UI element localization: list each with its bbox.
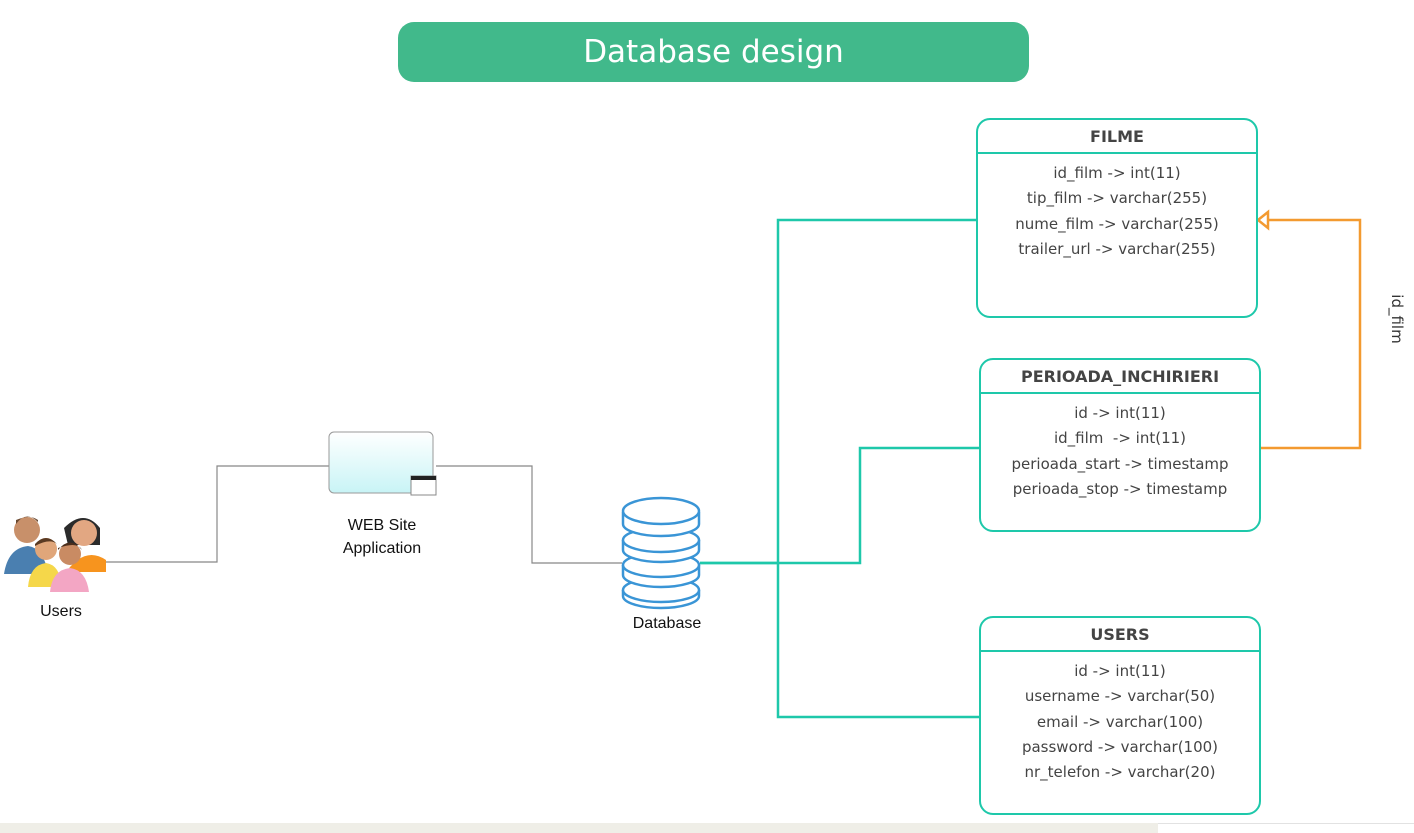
bottom-divider [1158, 823, 1414, 824]
table-users[interactable]: USERS id -> int(11) username -> varchar(… [979, 616, 1261, 815]
table-field: trailer_url -> varchar(255) [1018, 239, 1216, 258]
table-header: FILME [978, 120, 1256, 154]
table-field: email -> varchar(100) [1036, 712, 1204, 731]
table-field: id_film -> int(11) [1053, 429, 1187, 448]
table-field: id -> int(11) [1074, 404, 1166, 422]
database-to-tables-connectors [700, 218, 980, 719]
bottom-scroll-area [0, 823, 1158, 833]
web-to-database-connector [436, 465, 622, 564]
table-header: USERS [981, 618, 1259, 652]
table-field: id_film -> int(11) [1053, 164, 1181, 182]
database-label: Database [632, 615, 702, 632]
fk-relation-line [1261, 218, 1362, 450]
table-fields: id -> int(11) id_film -> int(11) perioad… [981, 394, 1259, 502]
table-header: PERIOADA_INCHIRIERI [981, 360, 1259, 394]
table-field: nr_telefon -> varchar(20) [1024, 763, 1216, 782]
table-field: tip_film -> varchar(255) [1026, 189, 1208, 208]
table-field: perioada_stop -> timestamp [1012, 479, 1228, 498]
table-perioada-inchirieri[interactable]: PERIOADA_INCHIRIERI id -> int(11) id_fil… [979, 358, 1261, 532]
database-cylinder-icon [621, 496, 701, 610]
table-field: perioada_start -> timestamp [1011, 454, 1229, 473]
web-app-label-line1: WEB Site [347, 517, 417, 534]
relation-label: id_film [1388, 294, 1406, 344]
table-fields: id_film -> int(11) tip_film -> varchar(2… [978, 154, 1256, 262]
table-field: id -> int(11) [1074, 662, 1166, 680]
table-fields: id -> int(11) username -> varchar(50) em… [981, 652, 1259, 785]
page-title: Database design [398, 22, 1029, 82]
application-window-icon [328, 431, 437, 496]
people-group-icon [4, 516, 106, 592]
users-label: Users [40, 603, 82, 620]
table-filme[interactable]: FILME id_film -> int(11) tip_film -> var… [976, 118, 1258, 318]
web-app-label: WEB Site Application [321, 514, 443, 560]
fk-arrowhead-icon [1255, 209, 1270, 231]
table-field: username -> varchar(50) [1024, 687, 1216, 706]
web-app-label-line2: Application [342, 540, 422, 557]
users-to-web-connector [104, 465, 329, 563]
table-field: password -> varchar(100) [1021, 737, 1219, 756]
table-field: nume_film -> varchar(255) [1015, 214, 1219, 233]
